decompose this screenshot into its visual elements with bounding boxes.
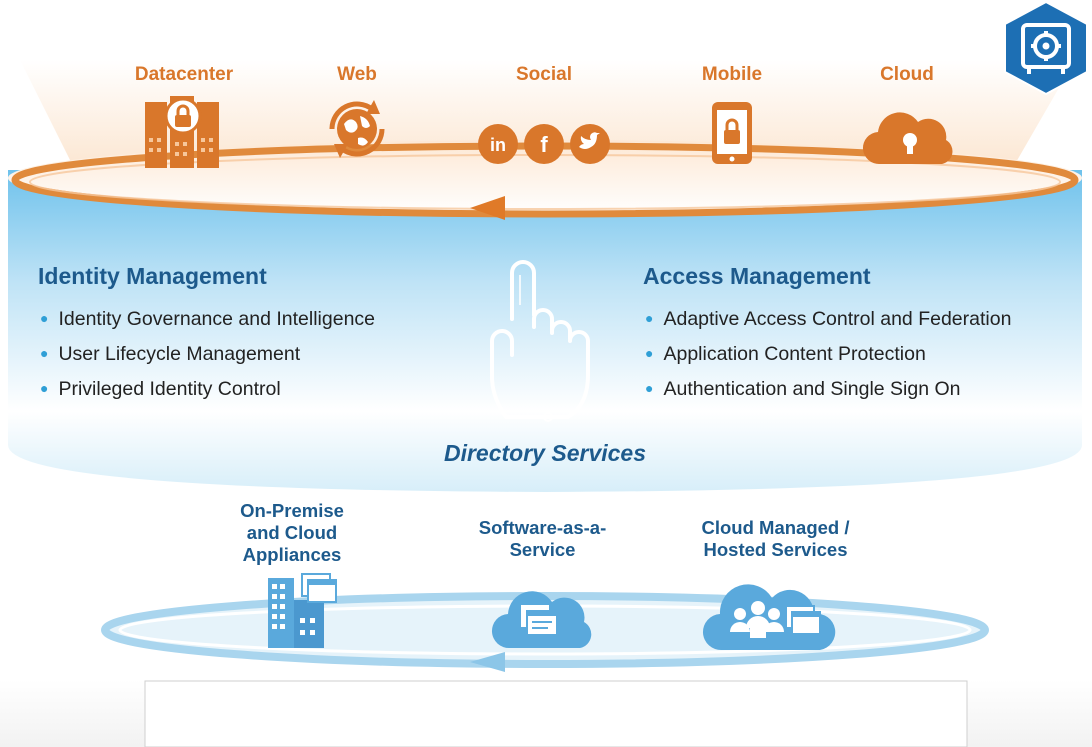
- bottom-panel: [144, 680, 968, 747]
- channel-label-mobile: Mobile: [701, 64, 763, 85]
- social-media-icons: in f: [478, 124, 610, 164]
- mobile-lock-icon: [712, 102, 752, 164]
- access-management-list: ●Adaptive Access Control and Federation …: [645, 301, 1011, 406]
- deployment-label-cloud-managed: Cloud Managed / Hosted Services: [701, 517, 850, 560]
- cloud-lock-icon: [862, 112, 953, 165]
- channel-label-cloud: Cloud: [880, 64, 934, 85]
- channel-label-datacenter: Datacenter: [134, 64, 234, 85]
- directory-services-label: Directory Services: [443, 440, 646, 466]
- cylinder-body: [8, 170, 1082, 492]
- deployment-label-on-premise: On-Premise and Cloud Appliances: [240, 500, 344, 565]
- list-item: ●Privileged Identity Control: [40, 378, 281, 400]
- linkedin-icon: [478, 124, 518, 164]
- channel-label-social: Social: [516, 64, 572, 85]
- svg-text:f: f: [540, 132, 548, 157]
- svg-text:in: in: [490, 135, 506, 155]
- facebook-icon: [524, 124, 564, 164]
- ring-arrow-icon: [470, 196, 505, 220]
- list-item: ●Adaptive Access Control and Federation: [645, 308, 1012, 330]
- list-item: ●Application Content Protection: [645, 343, 926, 365]
- datacenter-lock-icon: [145, 96, 219, 168]
- pointing-hand-icon: [490, 260, 590, 422]
- cloud-app-icon: [491, 591, 592, 649]
- globe-refresh-icon: [329, 100, 385, 158]
- identity-management-list: ●Identity Governance and Intelligence ●U…: [40, 301, 375, 406]
- blue-ring-arrow-icon: [470, 652, 505, 672]
- cloud-people-icon: [702, 584, 836, 651]
- deployment-label-saas: Software-as-a- Service: [478, 517, 607, 560]
- vault-gear-icon: [1004, 0, 1088, 96]
- list-item: ●Authentication and Single Sign On: [645, 378, 961, 400]
- access-management-title: Access Management: [643, 263, 871, 289]
- list-item: ●User Lifecycle Management: [40, 343, 301, 365]
- identity-management-title: Identity Management: [38, 263, 267, 289]
- channel-label-web: Web: [337, 64, 377, 85]
- building-icon: [268, 573, 337, 648]
- list-item: ●Identity Governance and Intelligence: [40, 308, 376, 330]
